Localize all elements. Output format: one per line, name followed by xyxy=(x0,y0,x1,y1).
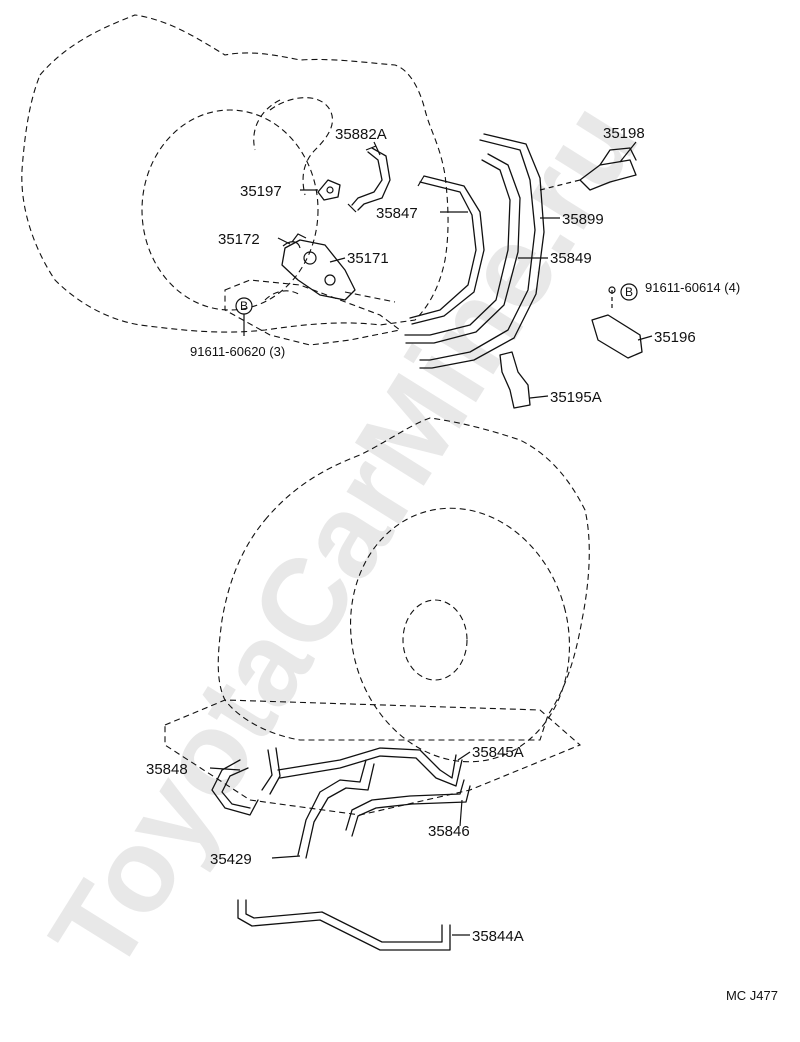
label-35198: 35198 xyxy=(603,125,645,142)
label-91611-60614: 91611-60614 (4) xyxy=(645,280,740,295)
label-35882A: 35882A xyxy=(335,126,387,143)
bracket-35197 xyxy=(317,179,341,201)
bolt-symbol-91611-60614: B xyxy=(620,283,638,301)
pipe-35846 xyxy=(345,779,471,837)
pipe-35844A xyxy=(237,899,451,951)
label-35846: 35846 xyxy=(428,823,470,840)
oil-cooler-union-35171 xyxy=(281,233,356,301)
label-91611-60620: 91611-60620 (3) xyxy=(190,344,285,359)
gasket-35172 xyxy=(282,241,301,249)
svg-text:B: B xyxy=(240,299,248,313)
label-35195A: 35195A xyxy=(550,389,602,406)
bracket-35195A xyxy=(499,351,531,409)
label-35849: 35849 xyxy=(550,250,592,267)
label-35844A: 35844A xyxy=(472,928,524,945)
pipe-35848 xyxy=(211,747,281,816)
hose-35429 xyxy=(297,759,375,859)
mounting-outline xyxy=(224,279,402,346)
hose-35882A xyxy=(347,145,391,213)
svg-text:B: B xyxy=(625,285,633,299)
leader-lines xyxy=(209,141,653,936)
label-35845A: 35845A xyxy=(472,744,524,761)
label-35899: 35899 xyxy=(562,211,604,228)
pipe-35847 xyxy=(409,175,485,325)
label-35171: 35171 xyxy=(347,250,389,267)
bracket-35196 xyxy=(591,286,643,359)
pipe-35845A xyxy=(277,747,463,787)
pipe-35849 xyxy=(404,153,521,344)
upper-transaxle-housing xyxy=(21,14,449,333)
bracket-35198 xyxy=(539,147,637,191)
bolt-symbol-91611-60620: B xyxy=(235,297,253,336)
pipe-35899 xyxy=(419,133,545,369)
label-35197: 35197 xyxy=(240,183,282,200)
label-35847: 35847 xyxy=(376,205,418,222)
label-35848: 35848 xyxy=(146,761,188,778)
diagram-code: MC J477 xyxy=(726,988,778,1003)
label-35196: 35196 xyxy=(654,329,696,346)
label-35172: 35172 xyxy=(218,231,260,248)
label-35429: 35429 xyxy=(210,851,252,868)
lower-transaxle-housing xyxy=(164,417,590,816)
